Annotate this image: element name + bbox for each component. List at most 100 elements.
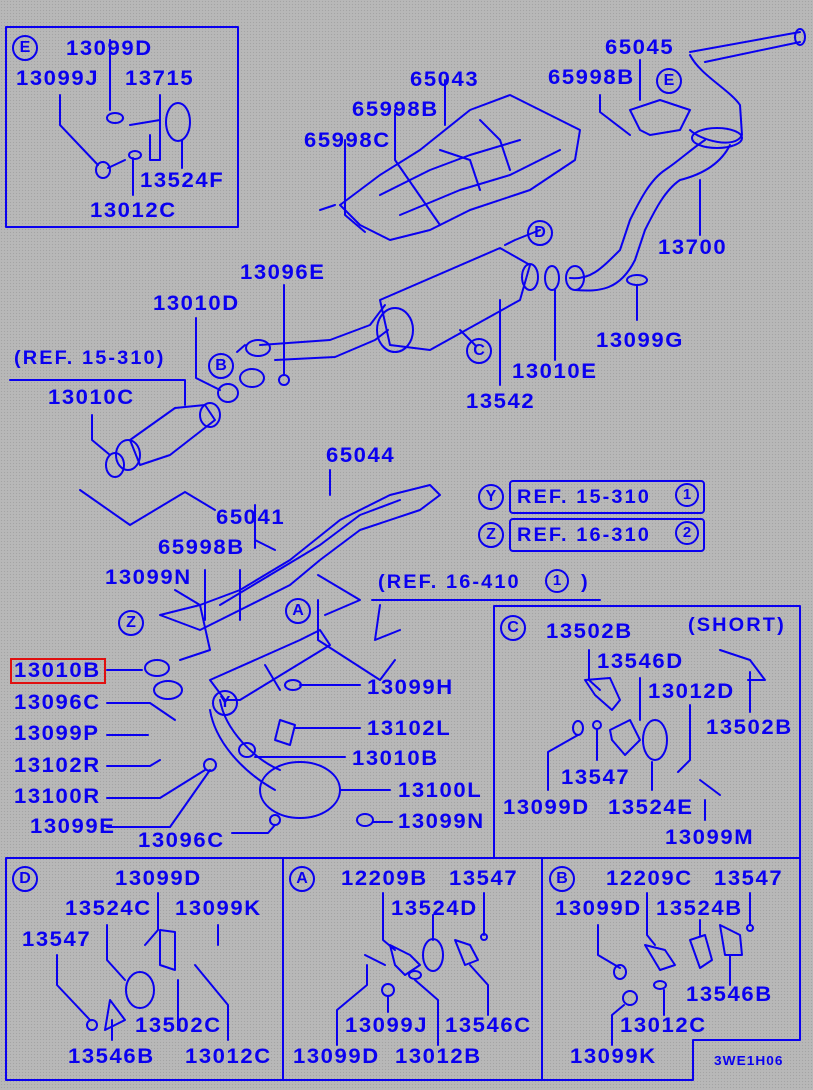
legend-ref-text: REF. 16-310 (517, 525, 652, 546)
part-label[interactable]: 13096C (138, 829, 225, 852)
center-muffler-art (376, 229, 648, 386)
part-label[interactable]: 13099E (30, 815, 116, 838)
part-label[interactable]: 13096E (240, 261, 326, 284)
callout-b-inset-marker: B (549, 866, 575, 892)
inset-note: (SHORT) (688, 615, 786, 636)
part-label[interactable]: 13524D (391, 897, 478, 920)
part-label[interactable]: 65044 (326, 444, 396, 467)
part-label[interactable]: 13547 (714, 867, 784, 890)
part-label[interactable]: 13546C (445, 1014, 532, 1037)
part-label[interactable]: 65045 (605, 36, 675, 59)
legend-ref-number: 2 (675, 521, 699, 545)
part-label[interactable]: 13524E (608, 796, 694, 819)
catalytic-converter-art (9, 379, 221, 526)
part-label[interactable]: 13099J (345, 1014, 429, 1037)
part-label[interactable]: 13099K (175, 897, 262, 920)
callout-d[interactable]: D (527, 220, 553, 246)
legend-marker-y: Y (478, 484, 504, 510)
diagram-code: 3WE1H06 (714, 1053, 784, 1068)
highlight-box (10, 658, 106, 684)
part-label[interactable]: 13546B (68, 1045, 155, 1068)
part-label[interactable]: 13524B (656, 897, 743, 920)
callout-c[interactable]: C (466, 338, 492, 364)
part-label[interactable]: 13012B (395, 1045, 482, 1068)
part-label[interactable]: 65043 (410, 68, 480, 91)
part-label[interactable]: 13100L (398, 779, 483, 802)
part-label[interactable]: 13099D (66, 37, 153, 60)
callout-a-inset-marker: A (289, 866, 315, 892)
part-label[interactable]: 13099D (503, 796, 590, 819)
part-label[interactable]: 13547 (449, 867, 519, 890)
part-label[interactable]: 13012C (185, 1045, 272, 1068)
callout-a[interactable]: A (285, 598, 311, 624)
part-label[interactable]: 13099M (665, 826, 755, 849)
inset-d-parts (56, 892, 229, 1041)
heat-shield-65043-art (319, 79, 581, 241)
callout-e[interactable]: E (656, 68, 682, 94)
part-label[interactable]: 13012C (90, 199, 177, 222)
part-label[interactable]: 13502B (706, 716, 793, 739)
highlighted-part-label[interactable]: 13010B (14, 659, 101, 682)
part-label[interactable]: 13010E (512, 360, 598, 383)
legend-marker-z: Z (478, 522, 504, 548)
part-label[interactable]: 13099K (570, 1045, 657, 1068)
part-label[interactable]: 13099G (596, 329, 684, 352)
reference-note[interactable]: (REF. 16-410 (378, 572, 521, 593)
front-exhaust-art (106, 589, 601, 834)
part-label[interactable]: 13099D (293, 1045, 380, 1068)
inset-b-parts (597, 892, 754, 1046)
part-label[interactable]: 13010C (48, 386, 135, 409)
part-label[interactable]: 65998B (548, 66, 635, 89)
reference-number: 1 (545, 569, 569, 593)
legend-ref-text: REF. 15-310 (517, 487, 652, 508)
part-label[interactable]: 13096C (14, 691, 101, 714)
part-label[interactable]: 13010D (153, 292, 240, 315)
part-label[interactable]: 13100R (14, 785, 101, 808)
part-label[interactable]: 13502C (135, 1014, 222, 1037)
part-label[interactable]: 13099N (105, 566, 192, 589)
inset-c-parts (547, 649, 766, 821)
part-label[interactable]: 13524F (140, 169, 225, 192)
part-label[interactable]: 13542 (466, 390, 536, 413)
part-label[interactable]: 12209B (341, 867, 428, 890)
callout-z[interactable]: Z (118, 610, 144, 636)
part-label[interactable]: 13547 (22, 928, 92, 951)
part-label[interactable]: 13010B (352, 747, 439, 770)
part-label[interactable]: 13099D (555, 897, 642, 920)
part-label[interactable]: 13547 (561, 766, 631, 789)
part-label[interactable]: 13524C (65, 897, 152, 920)
part-label[interactable]: 13102R (14, 754, 101, 777)
callout-y[interactable]: Y (212, 690, 238, 716)
part-label[interactable]: 65998B (352, 98, 439, 121)
part-label[interactable]: 13700 (658, 236, 728, 259)
part-label[interactable]: 13099P (14, 722, 100, 745)
reference-note[interactable]: (REF. 15-310) (14, 348, 166, 369)
inset-e-frame (5, 26, 239, 228)
part-label[interactable]: 13546B (686, 983, 773, 1006)
part-label[interactable]: 65998B (158, 536, 245, 559)
part-label[interactable]: 13012D (648, 680, 735, 703)
inset-a-parts (336, 892, 489, 1046)
callout-b[interactable]: B (208, 353, 234, 379)
callout-d-inset-marker: D (12, 866, 38, 892)
legend-ref-box[interactable]: REF. 16-310 2 (509, 518, 705, 552)
part-label[interactable]: 13099N (398, 810, 485, 833)
part-label[interactable]: 13102L (367, 717, 452, 740)
callout-c-inset-marker: C (500, 615, 526, 641)
part-label[interactable]: 13099J (16, 67, 100, 90)
part-label[interactable]: 12209C (606, 867, 693, 890)
part-label[interactable]: 13502B (546, 620, 633, 643)
part-label[interactable]: 13099H (367, 676, 454, 699)
inset-e-parts (59, 39, 191, 196)
tail-pipe-art (569, 28, 806, 292)
part-label[interactable]: 13715 (125, 67, 195, 90)
part-label[interactable]: 13099D (115, 867, 202, 890)
part-label[interactable]: 65998C (304, 129, 391, 152)
heat-shield-65041-art (159, 469, 441, 631)
legend-ref-box[interactable]: REF. 15-310 1 (509, 480, 705, 514)
part-label[interactable]: 13546D (597, 650, 684, 673)
part-label[interactable]: 13012C (620, 1014, 707, 1037)
part-label[interactable]: 65041 (216, 506, 286, 529)
